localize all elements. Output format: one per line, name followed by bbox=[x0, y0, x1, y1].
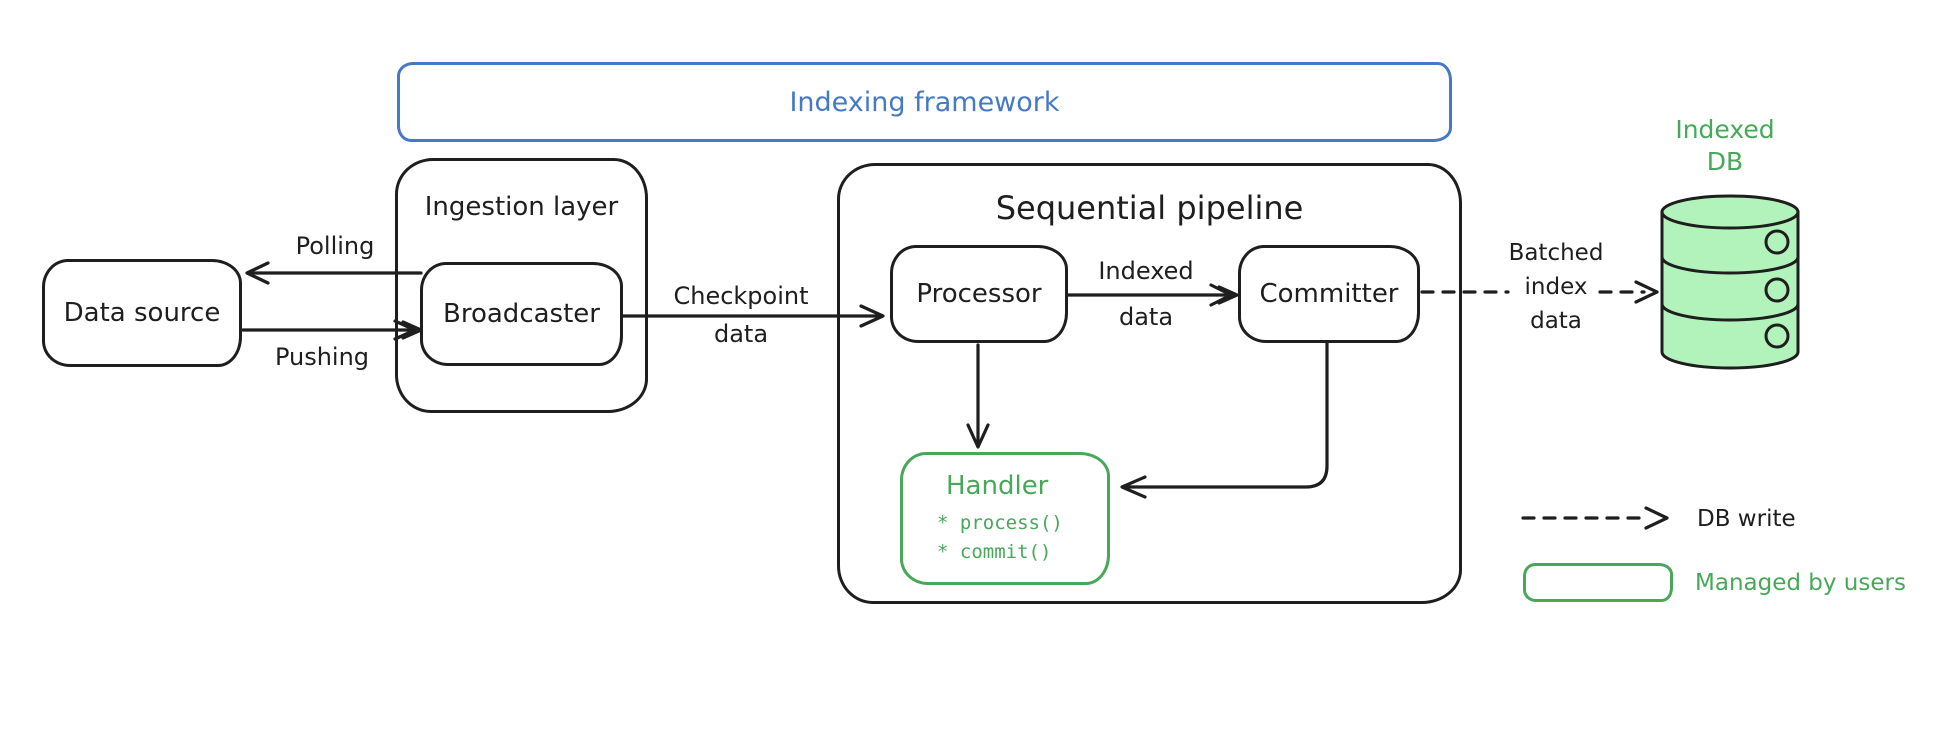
committer-label: Committer bbox=[1259, 279, 1399, 309]
indexing-framework-title: Indexing framework bbox=[789, 86, 1060, 118]
legend-managed-swatch bbox=[1523, 563, 1673, 602]
polling-label: Polling bbox=[295, 232, 375, 260]
sequential-pipeline-title: Sequential pipeline bbox=[995, 189, 1304, 227]
checkpoint-data-label: Checkpoint data bbox=[673, 282, 809, 348]
handler-method-process: * process() bbox=[937, 512, 1063, 534]
broadcaster-node: Broadcaster bbox=[420, 262, 623, 366]
handler-content: Handler * process() * commit() bbox=[937, 471, 1063, 567]
committer-node: Committer bbox=[1238, 245, 1420, 343]
data-source-label: Data source bbox=[63, 298, 221, 328]
indexed-db-label: Indexed DB bbox=[1675, 115, 1775, 176]
processor-node: Processor bbox=[890, 245, 1068, 343]
broadcaster-label: Broadcaster bbox=[443, 299, 600, 329]
indexed-db-cylinder bbox=[1660, 194, 1800, 370]
indexed-data-label: Indexed data bbox=[1098, 257, 1194, 331]
pushing-label: Pushing bbox=[274, 343, 370, 371]
legend-db-write-label: DB write bbox=[1697, 506, 1796, 532]
batched-index-data-label: Batched index data bbox=[1508, 240, 1604, 334]
ingestion-layer-title: Ingestion layer bbox=[424, 192, 619, 222]
handler-label: Handler bbox=[946, 471, 1049, 501]
indexing-framework-frame: Indexing framework bbox=[397, 62, 1452, 142]
data-source-node: Data source bbox=[42, 259, 242, 367]
handler-node: Handler * process() * commit() bbox=[900, 452, 1110, 585]
handler-method-commit: * commit() bbox=[937, 541, 1052, 563]
legend-managed-label: Managed by users bbox=[1695, 570, 1906, 596]
processor-label: Processor bbox=[916, 279, 1042, 309]
legend-db-write-arrow bbox=[1521, 506, 1669, 530]
